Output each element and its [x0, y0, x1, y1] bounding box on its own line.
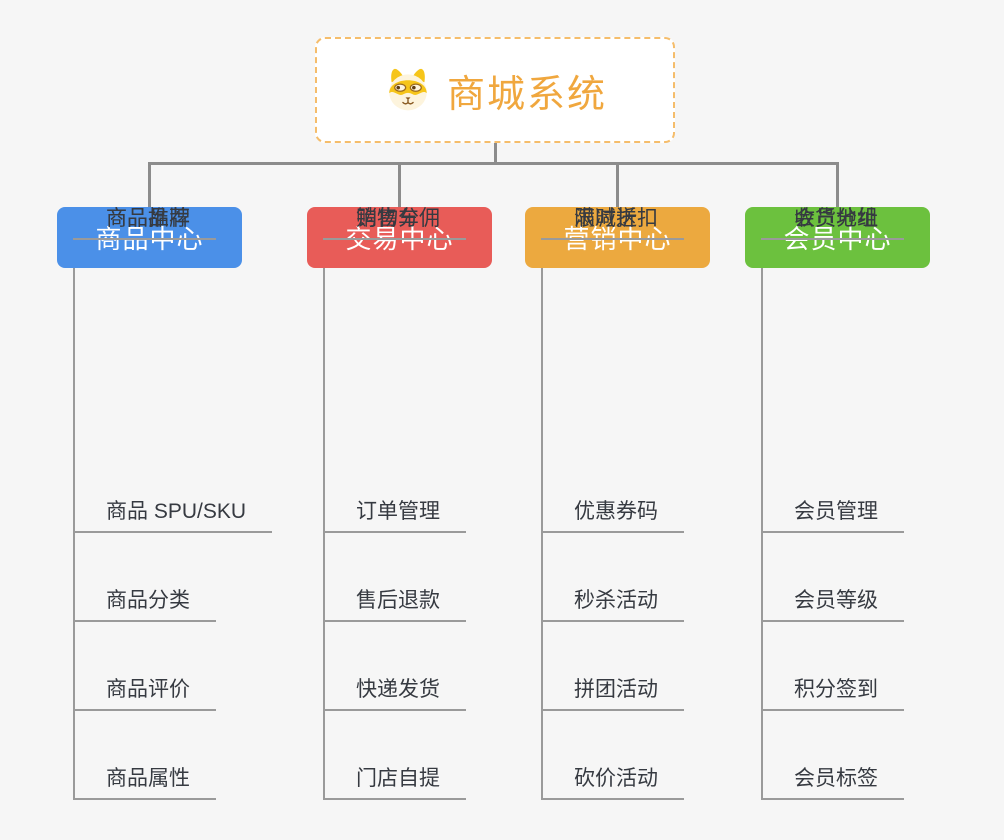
connector-drop-member [836, 162, 839, 210]
leaf-node[interactable]: 满减送 [541, 207, 663, 240]
root-node[interactable]: 商城系统 [315, 37, 675, 143]
leaf-node[interactable]: 门店自提 [323, 767, 466, 800]
branch-line [761, 268, 763, 800]
leaf-node[interactable]: 收货地址 [761, 207, 904, 240]
leaf-node[interactable]: 商品分类 [73, 589, 216, 622]
leaf-node[interactable]: 会员等级 [761, 589, 904, 622]
leaf-node[interactable]: 优惠券码 [541, 500, 684, 533]
leaf-node[interactable]: 商品品牌 [73, 207, 216, 240]
branch-node-trade-center[interactable]: 交易中心 [307, 207, 492, 268]
branch-trade-center: 交易中心 订单管理 售后退款 快递发货 门店自提 购物车 销售分佣 [307, 207, 557, 807]
connector-drop-marketing [616, 162, 619, 210]
connector-drop-product [148, 162, 151, 210]
leaf-node[interactable]: 积分签到 [761, 678, 904, 711]
connector-rail [148, 162, 839, 165]
leaf-node[interactable]: 秒杀活动 [541, 589, 684, 622]
branch-line [541, 268, 543, 800]
leaf-node[interactable]: 会员标签 [761, 767, 904, 800]
branch-marketing-center: 营销中心 优惠券码 秒杀活动 拼团活动 砍价活动 限时折扣 满减送 [525, 207, 775, 807]
connector-root-stem [493, 143, 497, 164]
dog-face-icon [389, 68, 427, 111]
leaf-node[interactable]: 拼团活动 [541, 678, 684, 711]
branch-product-center: 商品中心 商品 SPU/SKU 商品分类 商品评价 商品属性 商品推荐 商品品牌 [57, 207, 307, 807]
branch-line [73, 268, 75, 800]
root-title: 商城系统 [446, 73, 607, 116]
leaf-node[interactable]: 商品 SPU/SKU [73, 500, 273, 533]
branch-member-center: 会员中心 会员管理 会员等级 积分签到 会员标签 会员分组 收货地址 [745, 207, 995, 807]
leaf-node[interactable]: 售后退款 [323, 589, 466, 622]
branch-line [323, 268, 325, 800]
leaf-node[interactable]: 快递发货 [323, 678, 466, 711]
leaf-node[interactable]: 商品属性 [73, 767, 216, 800]
leaf-node[interactable]: 销售分佣 [323, 207, 466, 240]
leaf-node[interactable]: 订单管理 [323, 500, 466, 533]
leaf-node[interactable]: 砍价活动 [541, 767, 684, 800]
leaf-node[interactable]: 商品评价 [73, 678, 216, 711]
connector-drop-trade [398, 162, 401, 210]
leaf-node[interactable]: 会员管理 [761, 500, 904, 533]
